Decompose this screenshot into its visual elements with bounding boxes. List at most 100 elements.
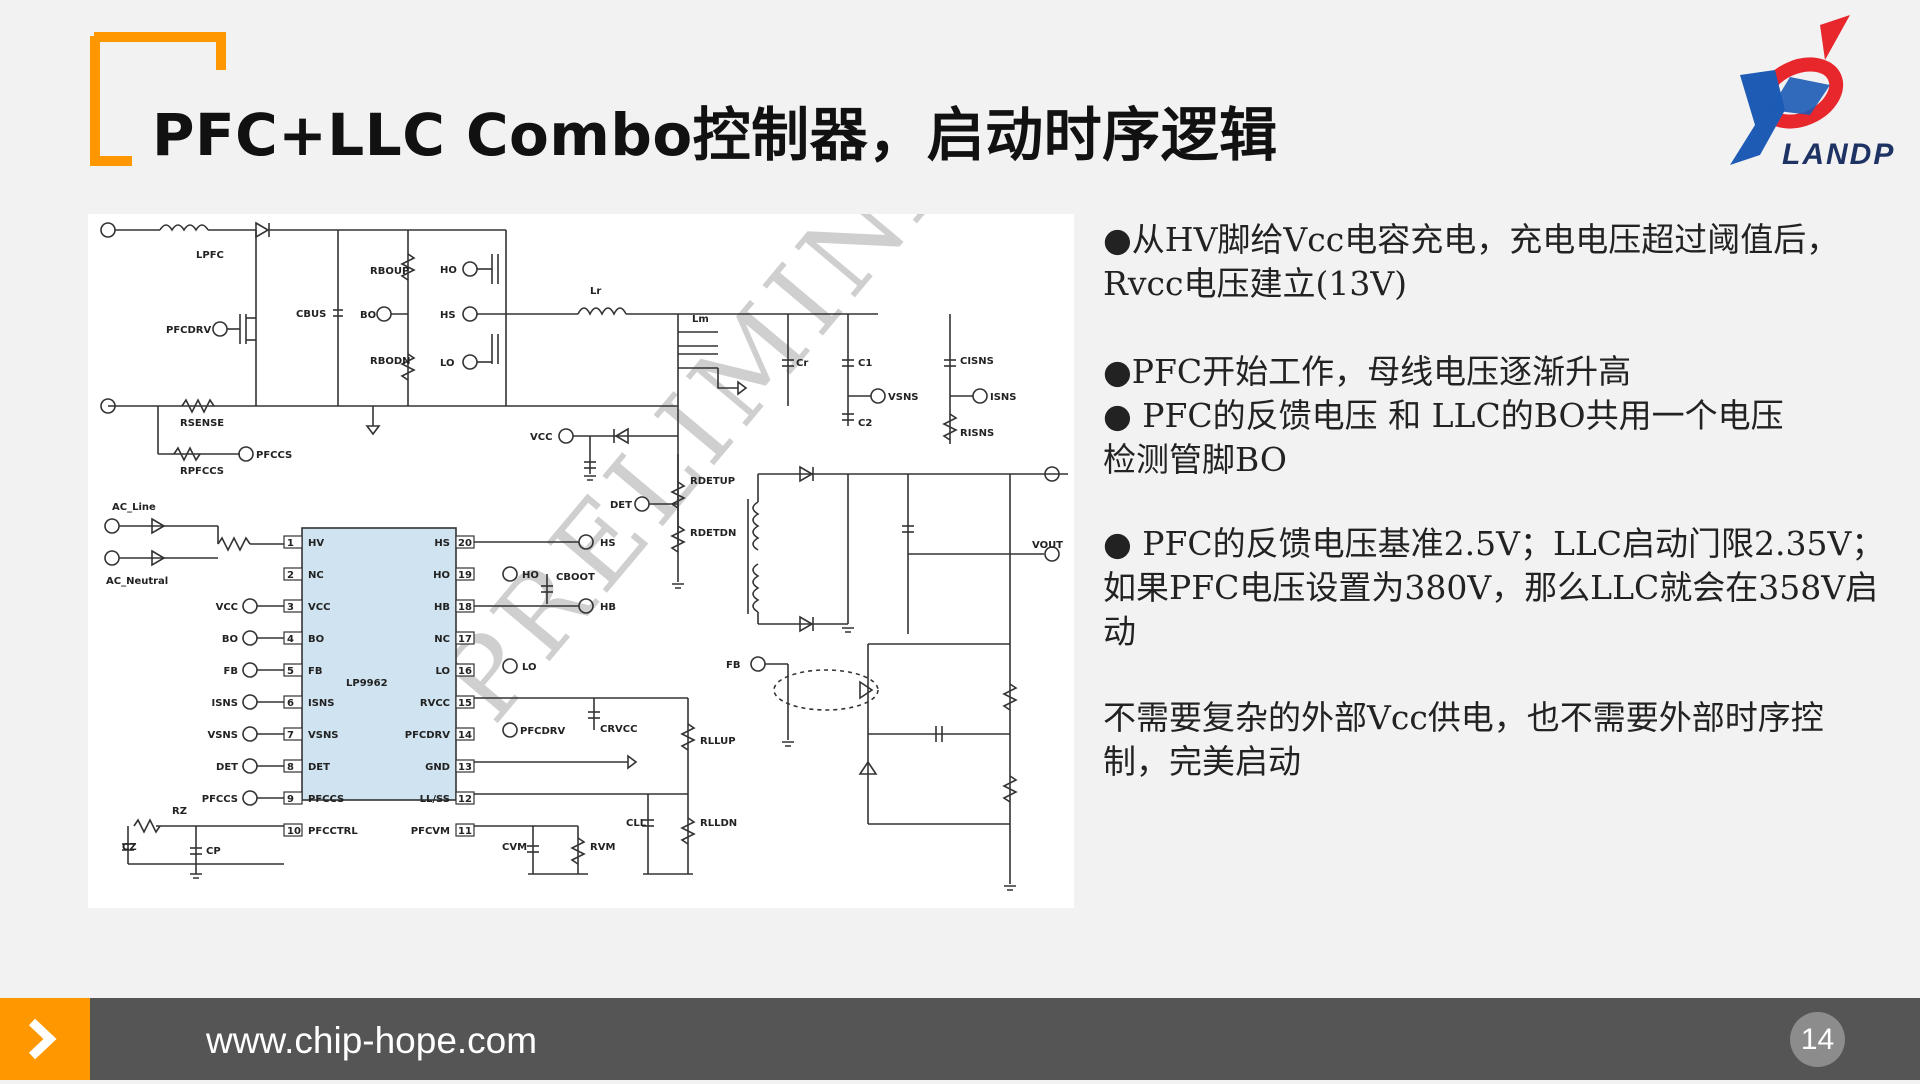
svg-text:BO: BO — [222, 634, 238, 645]
svg-text:VOUT: VOUT — [1032, 540, 1063, 551]
svg-text:DET: DET — [610, 500, 632, 511]
svg-text:RLLDN: RLLDN — [700, 818, 737, 829]
svg-text:CISNS: CISNS — [960, 356, 994, 367]
svg-text:CP: CP — [206, 846, 221, 857]
svg-text:VSNS: VSNS — [308, 730, 339, 741]
svg-text:RVM: RVM — [590, 842, 615, 853]
ic-pin-right: 20 HS — [434, 535, 475, 549]
svg-text:LPFC: LPFC — [196, 250, 224, 261]
svg-text:RLLUP: RLLUP — [700, 736, 736, 747]
ic-pin-left: 2 NC — [283, 567, 324, 581]
svg-text:Cr: Cr — [796, 358, 808, 369]
footer-accent — [0, 998, 90, 1080]
left-net: PFCCS — [202, 790, 284, 806]
svg-text:20: 20 — [458, 538, 472, 549]
svg-text:VCC: VCC — [308, 602, 330, 613]
svg-text:RVCC: RVCC — [420, 698, 450, 709]
svg-text:NC: NC — [308, 570, 324, 581]
svg-text:HO: HO — [440, 265, 457, 276]
svg-text:1: 1 — [287, 538, 294, 549]
bullet-3: ● PFC的反馈电压 和 LLC的BO共用一个电压 检测管脚BO — [1103, 396, 1784, 479]
ic-pin-right: 15 RVCC — [420, 695, 475, 709]
left-net: DET — [216, 758, 284, 774]
svg-text:PFCDRV: PFCDRV — [405, 730, 451, 741]
svg-text:C1: C1 — [858, 358, 872, 369]
svg-text:DET: DET — [216, 762, 238, 773]
svg-text:AC_Line: AC_Line — [112, 502, 156, 513]
left-net-labels: VCC BO FB ISNS VSNS DET PFCCS — [202, 598, 284, 806]
ic-pin-right: 11 PFCVM — [411, 823, 475, 837]
title-bracket — [90, 32, 226, 166]
svg-text:BO: BO — [360, 310, 376, 321]
ic-pin-right: 13 GND — [425, 759, 475, 773]
svg-text:6: 6 — [287, 698, 294, 709]
svg-text:Lm: Lm — [692, 314, 709, 325]
svg-text:HS: HS — [434, 538, 450, 549]
svg-text:PFCCS: PFCCS — [202, 794, 238, 805]
svg-text:PFCVM: PFCVM — [411, 826, 450, 837]
svg-text:VSNS: VSNS — [207, 730, 238, 741]
svg-text:LL/SS: LL/SS — [420, 794, 450, 805]
svg-text:CZ: CZ — [122, 842, 137, 853]
svg-text:5: 5 — [287, 666, 294, 677]
svg-text:AC_Neutral: AC_Neutral — [106, 576, 168, 587]
svg-text:19: 19 — [458, 570, 472, 581]
svg-text:CBOOT: CBOOT — [556, 572, 595, 583]
svg-text:8: 8 — [287, 762, 294, 773]
svg-text:14: 14 — [458, 730, 472, 741]
svg-text:16: 16 — [458, 666, 472, 677]
bullet-5: 不需要复杂的外部Vcc供电，也不需要外部时序控 制，完美启动 — [1103, 698, 1824, 781]
svg-text:PFCDRV: PFCDRV — [520, 726, 566, 737]
svg-text:HV: HV — [308, 538, 324, 549]
svg-text:18: 18 — [458, 602, 472, 613]
left-net: BO — [222, 630, 284, 646]
svg-text:DET: DET — [308, 762, 330, 773]
ic-pin-left: 1 HV — [283, 535, 324, 549]
svg-text:7: 7 — [287, 730, 294, 741]
circuit-diagram: PRELIMINARY — [88, 214, 1074, 908]
svg-text:GND: GND — [425, 762, 450, 773]
svg-text:RZ: RZ — [172, 806, 187, 817]
svg-text:HB: HB — [600, 602, 616, 613]
svg-text:RISNS: RISNS — [960, 428, 994, 439]
left-net: VSNS — [207, 726, 284, 742]
footer-url: www.chip-hope.com — [206, 1020, 538, 1061]
left-net: FB — [224, 662, 284, 678]
svg-text:HS: HS — [600, 538, 616, 549]
logo-text: LANDP — [1782, 138, 1896, 171]
svg-text:HO: HO — [522, 570, 539, 581]
svg-text:HS: HS — [440, 310, 456, 321]
svg-text:2: 2 — [287, 570, 294, 581]
svg-text:CRVCC: CRVCC — [600, 724, 637, 735]
landp-logo — [1730, 15, 1850, 165]
svg-text:15: 15 — [458, 698, 472, 709]
svg-text:RBOUP: RBOUP — [370, 266, 409, 277]
svg-text:CBUS: CBUS — [296, 309, 326, 320]
svg-text:ISNS: ISNS — [212, 698, 239, 709]
svg-text:C2: C2 — [858, 418, 872, 429]
bullet-2: ●PFC开始工作，母线电压逐渐升高 — [1103, 352, 1632, 391]
svg-text:VCC: VCC — [216, 602, 238, 613]
ic-right-pins: 20HS19HO18HB17NC16LO15RVCC14PFCDRV13GND1… — [405, 535, 475, 837]
footer-bar: www.chip-hope.com 14 — [0, 998, 1920, 1080]
page-number: 14 — [1790, 1012, 1845, 1067]
svg-text:LO: LO — [522, 662, 537, 673]
chip-name: LP9962 — [346, 678, 388, 689]
svg-text:11: 11 — [458, 826, 472, 837]
svg-text:13: 13 — [458, 762, 472, 773]
bullet-1: ●从HV脚给Vcc电容充电，充电电压超过阈值后， Rvcc电压建立(13V) — [1103, 220, 1840, 303]
svg-text:RBODN: RBODN — [370, 356, 411, 367]
svg-text:9: 9 — [287, 794, 294, 805]
svg-text:PFCCS: PFCCS — [308, 794, 344, 805]
svg-text:LO: LO — [440, 358, 455, 369]
svg-text:RDETUP: RDETUP — [690, 476, 735, 487]
ic-pin-left: 9 PFCCS — [283, 791, 344, 805]
svg-text:PFCCTRL: PFCCTRL — [308, 826, 358, 837]
